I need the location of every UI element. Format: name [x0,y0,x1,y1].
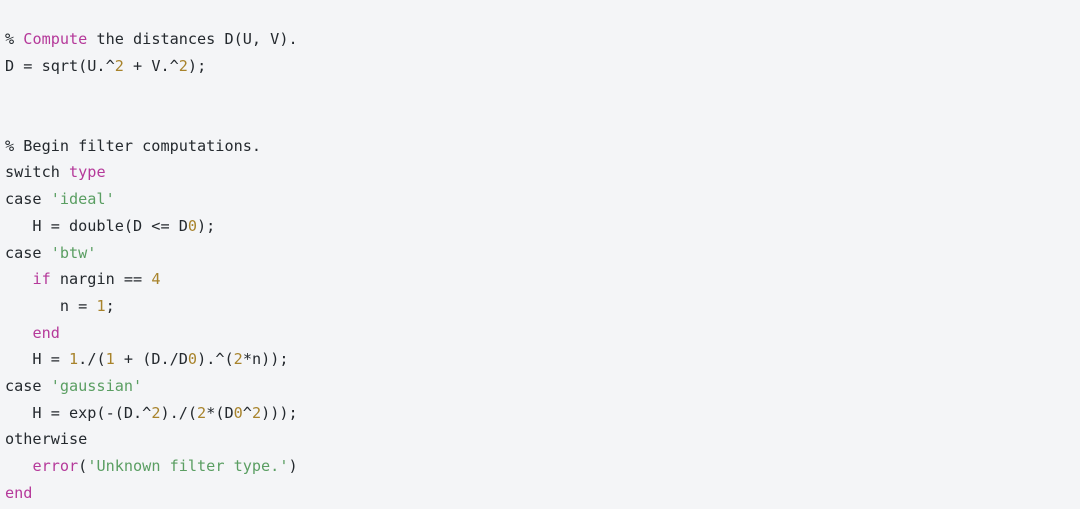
code-token-plain: ( [78,457,88,475]
code-line: case 'btw' [5,240,1080,267]
code-line: case 'gaussian' [5,373,1080,400]
code-line: otherwise [5,426,1080,453]
code-token-plain: )./( [160,403,198,422]
code-token-plain: case [5,190,51,209]
code-token-keyword: end [32,323,60,342]
code-token-comment: % Begin filter computations. [5,136,262,155]
code-token-plain: n = [5,296,97,315]
code-line: H = 1./(1 + (D./D0).^(2*n)); [5,346,1080,373]
code-token-number: 2 [114,56,124,75]
code-line: % Compute the distances D(U, V). [5,26,1080,53]
code-token-plain: switch [5,163,70,182]
code-token-keyword: end [5,483,33,502]
code-token-number: 1 [105,350,115,369]
code-token-number: 0 [187,350,198,369]
code-token-number: 1 [69,350,79,369]
code-token-plain: *n)); [242,350,289,369]
code-line: switch type [5,159,1080,186]
code-line: case 'ideal' [5,186,1080,213]
code-line: end [5,320,1080,347]
code-token-number: 4 [151,270,161,289]
code-token-plain: + (D./D [114,350,188,369]
code-line: error('Unknown filter type.') [5,453,1080,480]
code-token-plain: ./( [78,350,106,369]
code-token-keyword: type [69,163,106,182]
code-token-plain: H = double(D <= D [5,216,188,235]
code-token-plain: case [5,243,51,262]
code-line: H = double(D <= D0); [5,213,1080,240]
code-token-number: 1 [96,296,106,315]
code-token-string: 'ideal' [50,190,115,209]
code-line: % Begin filter computations. [5,133,1080,160]
code-token-plain: ); [197,216,216,235]
code-token-plain [5,457,32,475]
code-token-plain: ); [187,56,207,75]
code-token-comment: the distances D(U, V). [87,30,298,48]
code-token-plain: ^ [242,403,252,422]
code-token-string: 'gaussian' [50,376,143,395]
code-token-plain: H = exp(-(D.^ [5,403,152,422]
code-token-number: 2 [197,403,207,422]
code-line: if nargin == 4 [5,266,1080,293]
code-line [5,106,1080,133]
code-line [5,79,1080,106]
code-token-keyword: if [32,270,51,289]
code-line: H = exp(-(D.^2)./(2*(D0^2))); [5,400,1080,427]
code-token-keyword: Compute [23,30,88,48]
code-token-number: 2 [151,403,161,422]
code-token-plain: ) [288,457,298,475]
code-token-string: 'Unknown filter type.' [87,457,289,475]
code-line: end [5,480,1080,507]
code-line: n = 1; [5,293,1080,320]
code-token-comment: % [5,30,24,48]
code-token-plain: D = sqrt(U.^ [5,56,115,75]
code-token-plain: + V.^ [123,56,179,75]
code-token-number: 2 [178,56,188,75]
code-token-function: error [32,457,79,475]
code-line: D = sqrt(U.^2 + V.^2); [5,53,1080,80]
code-token-plain: *(D [206,403,234,422]
code-token-plain: otherwise [5,430,88,449]
code-token-plain: nargin == [50,270,152,289]
code-token-number: 2 [251,403,262,422]
code-token-plain [5,324,32,342]
code-token-number: 0 [233,403,243,422]
code-token-string: 'btw' [50,243,97,262]
code-token-number: 0 [187,216,198,235]
code-token-plain: ))); [261,403,298,422]
code-token-plain [5,270,32,288]
code-token-number: 2 [233,350,243,369]
code-token-plain: H = [5,350,70,369]
code-token-plain: ).^( [197,350,234,369]
code-token-plain: ; [105,296,115,315]
code-token-plain: case [5,376,51,395]
